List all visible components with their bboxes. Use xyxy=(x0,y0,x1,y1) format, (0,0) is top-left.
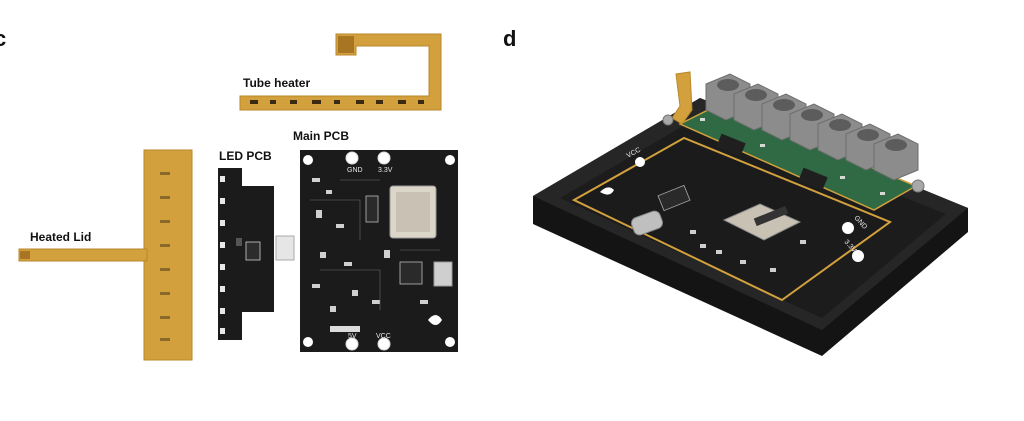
label-led-pcb: LED PCB xyxy=(219,149,272,163)
logo-icon xyxy=(428,315,442,325)
label-tube-heater: Tube heater xyxy=(243,76,311,90)
main-pcb-5v-text: 5V xyxy=(348,333,357,340)
label-heated-lid: Heated Lid xyxy=(30,230,92,244)
label-main-pcb: Main PCB xyxy=(293,129,350,143)
heated-lid-flex xyxy=(18,149,193,361)
screw-icon xyxy=(911,179,925,193)
tube-holder xyxy=(705,73,919,181)
assembled-main-pcb: VCC GND 3.3V xyxy=(571,136,893,302)
main-pcb-vcc-text: VCC xyxy=(376,333,391,340)
main-pcb-gnd-text: GND xyxy=(347,167,363,174)
tube-heater-flex-assembled xyxy=(671,71,693,125)
panel-letter-d: d xyxy=(503,26,517,51)
main-pcb: GND 3.3V 5V VCC xyxy=(275,150,458,352)
screw-icon xyxy=(662,114,674,126)
main-pcb-3v3-text: 3.3V xyxy=(378,167,393,174)
led-pcb xyxy=(218,168,274,340)
panel-letter-c: c xyxy=(0,26,7,51)
board-logo-icon xyxy=(600,187,614,195)
tube-heater-flex xyxy=(239,33,442,111)
